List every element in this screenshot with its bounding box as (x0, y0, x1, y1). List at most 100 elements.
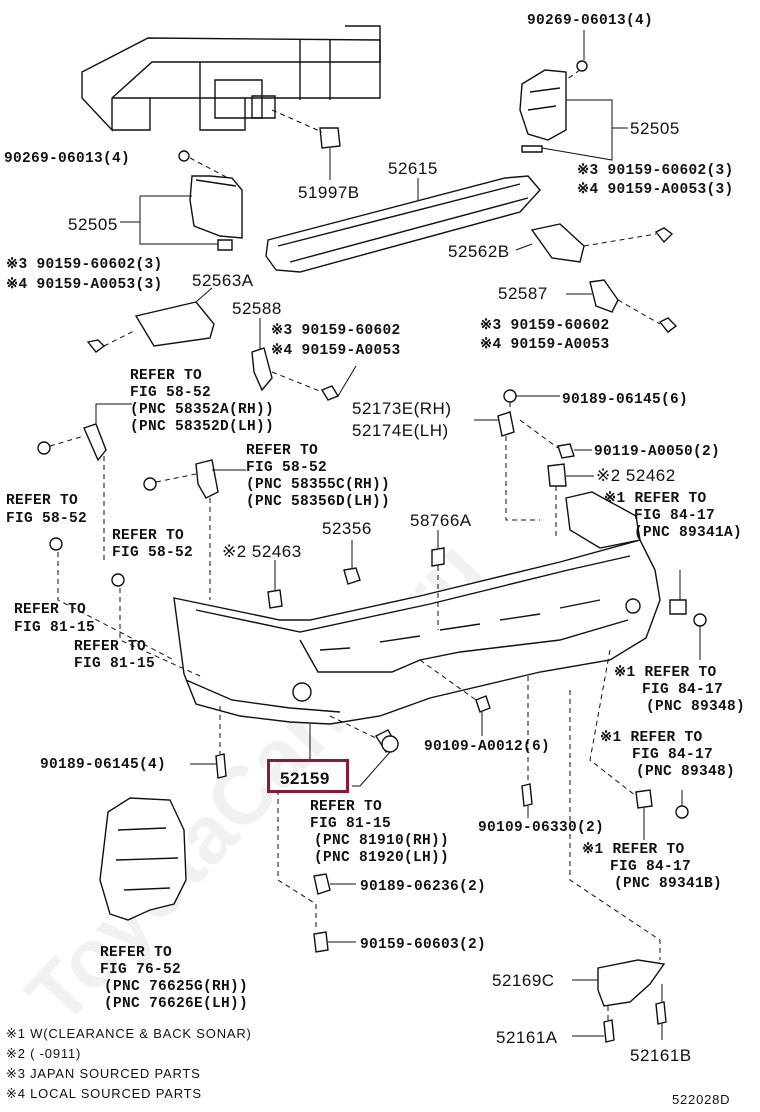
bracket-52563a-drawing (86, 287, 215, 353)
label-90119-a0050: 90119-A0050(2) (594, 444, 720, 460)
label-refer-89348-b3: (PNC 89348) (636, 764, 735, 780)
label-refer-89348-a2: FIG 84-17 (642, 682, 723, 698)
bracket-52588-drawing (251, 318, 357, 401)
label-52159: 52159 (280, 769, 330, 788)
label-refer-81-15-c3: (PNC 81910(RH)) (314, 833, 449, 849)
label-refer-89348-b2: FIG 84-17 (632, 747, 713, 763)
label-refer-89341b-1: ※1 REFER TO (582, 841, 684, 858)
footnote-2: ※2 ( -0911) (6, 1046, 81, 1061)
diagram-id: 522028D (672, 1092, 730, 1107)
label-52173e: 52173E(RH) (352, 399, 452, 418)
label-refer-89341a-2: FIG 84-17 (634, 508, 715, 524)
label-90159-60602-3-right: ※3 90159-60602(3) (577, 162, 733, 179)
label-refer-81-15-b2: FIG 81-15 (74, 656, 155, 672)
label-52463: ※2 52463 (222, 542, 302, 561)
label-refer-89341b-2: FIG 84-17 (610, 859, 691, 875)
reinforcement-52615-drawing (265, 175, 541, 273)
label-90159-a0053-3-right: ※4 90159-A0053(3) (577, 181, 733, 198)
bracket-52562b-drawing (515, 223, 674, 263)
screw-90109-06330-drawing (521, 676, 533, 818)
sonar-plug-drawing (329, 715, 399, 787)
label-refer-89341a-1: ※1 REFER TO (604, 490, 706, 507)
highlight-box-52159[interactable] (267, 759, 349, 793)
label-52615: 52615 (388, 159, 438, 178)
label-refer-81-15-c2: FIG 81-15 (310, 816, 391, 832)
bracket-58352-drawing (37, 403, 132, 560)
clip-52173e-drawing (474, 389, 594, 540)
label-refer-76-52-3: (PNC 76625G(RH)) (104, 979, 248, 995)
label-52563a: 52563A (192, 271, 254, 290)
label-refer-81-15-c1: REFER TO (310, 799, 382, 815)
lower-fasteners-drawing (277, 790, 356, 953)
label-refer-89341a-3: (PNC 89341A) (634, 525, 742, 541)
label-90109-a0012: 90109-A0012(6) (424, 739, 550, 755)
label-refer-58352-4: (PNC 58352D(LH)) (130, 419, 274, 435)
label-90269-left: 90269-06013(4) (4, 151, 130, 167)
bracket-52169c-drawing (572, 959, 667, 1043)
frame-assembly-drawing (81, 25, 381, 132)
label-52588: 52588 (232, 299, 282, 318)
label-90159-60602-right2: ※3 90159-60602 (480, 317, 609, 334)
nut-left-drawing (178, 150, 190, 162)
label-refer-76-52-4: (PNC 76626E(LH)) (104, 996, 248, 1012)
label-refer-89348-a3: (PNC 89348) (646, 699, 745, 715)
label-refer-58355-2: FIG 58-52 (246, 460, 327, 476)
label-refer-58-52-d2: FIG 58-52 (112, 545, 193, 561)
bracket-58355-drawing (143, 459, 246, 600)
label-refer-81-15-a2: FIG 81-15 (14, 620, 95, 636)
screw-90189-06145-4-drawing (190, 706, 227, 779)
label-90159-60602-mid: ※3 90159-60602 (271, 322, 400, 339)
footnote-4: ※4 LOCAL SOURCED PARTS (6, 1086, 202, 1101)
label-refer-58-52-c2: FIG 58-52 (6, 511, 87, 527)
label-90189-06236: 90189-06236(2) (360, 879, 486, 895)
label-refer-81-15-b1: REFER TO (74, 639, 146, 655)
label-52356: 52356 (322, 519, 372, 538)
label-52562b: 52562B (448, 242, 510, 261)
label-refer-58-52-c1: REFER TO (6, 493, 78, 509)
label-refer-81-15-c4: (PNC 81920(LH)) (314, 850, 449, 866)
label-52161b: 52161B (630, 1046, 692, 1065)
label-52169c: 52169C (492, 971, 555, 990)
label-90159-a0053-3-left: ※4 90159-A0053(3) (6, 276, 162, 293)
label-refer-58352-1: REFER TO (130, 368, 202, 384)
label-refer-58355-4: (PNC 58356D(LH)) (246, 494, 390, 510)
label-52161a: 52161A (496, 1028, 558, 1047)
footnote-1: ※1 W(CLEARANCE & BACK SONAR) (6, 1026, 252, 1041)
label-refer-58352-2: FIG 58-52 (130, 385, 211, 401)
label-refer-58-52-d1: REFER TO (112, 528, 184, 544)
label-refer-76-52-2: FIG 76-52 (100, 962, 181, 978)
label-58766a: 58766A (410, 511, 472, 530)
nut-top-drawing (576, 60, 588, 72)
label-90159-60602-3-left: ※3 90159-60602(3) (6, 256, 162, 273)
label-refer-89348-b1: ※1 REFER TO (600, 729, 702, 746)
bracket-51997b-drawing (271, 109, 341, 180)
label-refer-81-15-a1: REFER TO (14, 602, 86, 618)
label-52505-left: 52505 (68, 215, 118, 234)
mud-flap-drawing (99, 797, 187, 921)
bracket-52587-drawing (566, 279, 678, 333)
bumper-small-parts-drawing (49, 530, 707, 960)
label-52174e: 52174E(LH) (352, 421, 449, 440)
label-90189-06145-4: 90189-06145(4) (40, 757, 166, 773)
label-90189-06145-6: 90189-06145(6) (562, 392, 688, 408)
label-refer-58355-1: REFER TO (246, 443, 318, 459)
label-refer-58355-3: (PNC 58355C(RH)) (246, 477, 390, 493)
label-refer-89341b-3: (PNC 89341B) (614, 876, 722, 892)
label-90159-60603: 90159-60603(2) (360, 937, 486, 953)
label-52587: 52587 (498, 284, 548, 303)
footnotes: ※1 W(CLEARANCE & BACK SONAR) ※2 ( -0911)… (6, 1026, 252, 1101)
label-90159-a0053-mid: ※4 90159-A0053 (271, 342, 400, 359)
part-labels: 90269-06013(4) 52505 ※3 90159-60602(3) ※… (4, 13, 745, 1065)
label-90269-top: 90269-06013(4) (527, 13, 653, 29)
footnote-3: ※3 JAPAN SOURCED PARTS (6, 1066, 201, 1081)
label-51997b: 51997B (298, 183, 360, 202)
label-90109-06330: 90109-06330(2) (478, 820, 604, 836)
label-refer-89348-a1: ※1 REFER TO (614, 664, 716, 681)
label-52505-right: 52505 (630, 119, 680, 138)
label-refer-58352-3: (PNC 58352A(RH)) (130, 402, 274, 418)
extension-52505-right-drawing (519, 69, 628, 161)
label-52462: ※2 52462 (596, 466, 676, 485)
extension-52505-left-drawing (120, 175, 243, 251)
